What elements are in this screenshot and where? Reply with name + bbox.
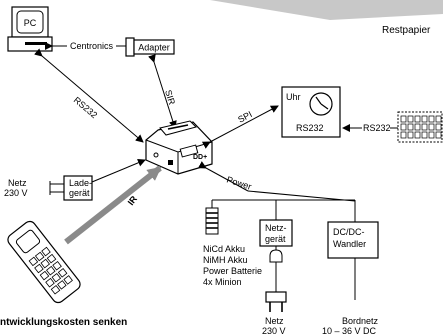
akku-line-2: NiMH Akku xyxy=(203,255,248,265)
keyboard-key xyxy=(428,131,435,139)
keyboard-key xyxy=(414,131,421,139)
keypad-key xyxy=(52,260,62,271)
keypad-key xyxy=(41,246,51,257)
keyboard-key xyxy=(407,115,414,123)
power-label: Power xyxy=(225,174,252,191)
adapter-box: Adapter xyxy=(125,37,175,57)
ladegeraet-box: Lade- gerät xyxy=(49,175,93,201)
keyboard-key xyxy=(400,131,407,139)
keypad-key xyxy=(45,277,55,288)
keypad-key xyxy=(51,272,62,283)
keyboard-icon xyxy=(397,111,443,143)
netzgeraet-line-1: Netz- xyxy=(265,223,287,233)
keyboard-key xyxy=(435,123,442,131)
spi-label: SPI xyxy=(236,109,254,125)
keyboard-key xyxy=(400,115,407,123)
keypad-key xyxy=(57,268,68,278)
akku-line-1: NiCd Akku xyxy=(203,244,245,254)
printer-device: DD+ xyxy=(145,120,213,175)
restpapier-label: Restpapier xyxy=(382,25,431,36)
netz-left-line-1: Netz xyxy=(8,178,27,188)
keypad-key xyxy=(46,253,57,264)
rs232-keyboard-label: RS232 xyxy=(363,123,391,133)
keypad-key xyxy=(50,285,61,295)
plug-icon xyxy=(265,291,287,312)
pc-computer: PC xyxy=(7,6,53,52)
sir-label: SIR xyxy=(163,89,177,107)
keypad-key xyxy=(40,258,51,269)
keypad-key xyxy=(34,263,44,274)
rs232-pc-label: RS232 xyxy=(72,95,100,120)
uhr-port-label: RS232 xyxy=(296,123,324,133)
netz-bottom-line-2: 230 V xyxy=(262,326,286,335)
netz-bottom-line-1: Netz xyxy=(265,316,284,326)
keyboard-key xyxy=(421,131,428,139)
centronics-label: Centronics xyxy=(70,41,114,51)
keyboard-key xyxy=(407,131,414,139)
footer-caption: ntwicklungskosten senken xyxy=(0,317,127,328)
akku-line-4: 4x Minion xyxy=(203,277,242,287)
keyboard-key xyxy=(435,131,442,139)
keypad-key xyxy=(34,251,45,262)
keyboard-key xyxy=(435,115,442,123)
pc-label: PC xyxy=(24,18,37,28)
keyboard-key xyxy=(421,115,428,123)
printer-display-label: DD+ xyxy=(193,154,207,161)
uhr-title: Uhr xyxy=(286,92,301,102)
akku-line-3: Power Batterie xyxy=(203,266,262,276)
adapter-label: Adapter xyxy=(138,43,170,53)
keypad-key xyxy=(63,275,73,285)
dcdc-line-1: DC/DC- xyxy=(333,227,365,237)
handheld-device xyxy=(7,220,81,304)
ladegeraet-line-2: gerät xyxy=(69,188,90,198)
restpapier-tab: Restpapier xyxy=(210,0,443,36)
bordnetz-line-1: Bordnetz xyxy=(342,316,379,326)
netz-left-line-2: 230 V xyxy=(4,188,28,198)
keyboard-key xyxy=(400,123,407,131)
keyboard-key xyxy=(414,123,421,131)
keypad-key xyxy=(28,256,39,267)
battery-pack-icon xyxy=(205,207,219,235)
keyboard-key xyxy=(421,123,428,131)
keyboard-key xyxy=(414,115,421,123)
keyboard-key xyxy=(428,123,435,131)
keyboard-key xyxy=(428,115,435,123)
ladegeraet-line-1: Lade- xyxy=(69,178,92,188)
uhr-box: Uhr RS232 xyxy=(281,86,341,138)
keypad-key xyxy=(45,265,56,276)
keypad-key xyxy=(57,280,67,290)
dcdc-wandler-box: DC/DC- Wandler xyxy=(327,221,379,300)
bordnetz-line-2: 10 – 36 V DC xyxy=(322,326,377,335)
dcdc-line-2: Wandler xyxy=(333,239,366,249)
netzgeraet-box: Netz- gerät xyxy=(259,219,293,292)
keyboard-key xyxy=(407,123,414,131)
keypad-key xyxy=(39,270,50,281)
netzgeraet-line-2: gerät xyxy=(265,234,286,244)
